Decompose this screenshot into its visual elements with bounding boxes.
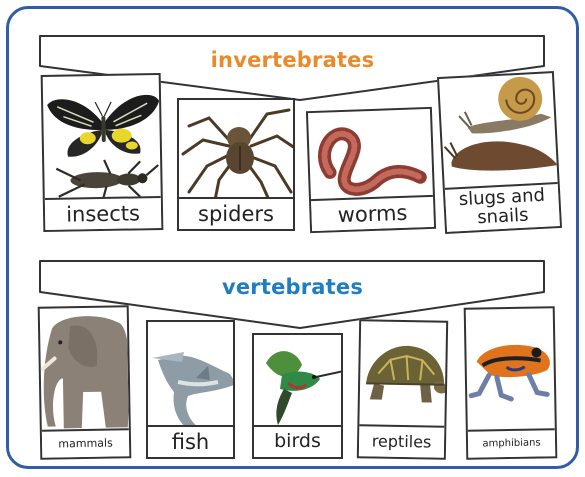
worm-icon: [324, 131, 421, 190]
card-insects: insects: [41, 73, 164, 232]
birds-picture: [254, 335, 343, 433]
fish-picture: [148, 322, 235, 433]
elephant-icon: [42, 315, 130, 428]
reptiles-label: reptiles: [359, 424, 445, 457]
frog-icon: [470, 344, 550, 399]
vertebrates-title: vertebrates: [0, 275, 585, 299]
card-birds: birds: [252, 333, 343, 459]
hummingbird-icon: [266, 351, 343, 425]
card-fish: fish: [146, 320, 235, 459]
shark-icon: [152, 352, 235, 432]
card-worms: worms: [306, 107, 436, 233]
slugs-and-snails-picture: [439, 73, 562, 189]
beetle-icon: [56, 159, 159, 201]
card-mammals: mammals: [38, 305, 132, 460]
card-amphibians: amphibians: [464, 306, 558, 460]
insects-label: insects: [45, 196, 162, 230]
amphibians-picture: [466, 308, 558, 434]
slugs-and-snails-label: slugs and snails: [445, 182, 560, 232]
spiders-picture: [179, 100, 295, 201]
amphibians-label: amphibians: [468, 428, 555, 458]
reptiles-picture: [359, 321, 448, 434]
fish-label: fish: [148, 425, 233, 457]
mammals-picture: [40, 307, 132, 433]
snail-icon: [457, 75, 552, 134]
worms-label: worms: [311, 195, 434, 231]
card-spiders: spiders: [177, 98, 295, 231]
worms-picture: [308, 109, 436, 203]
slug-icon: [444, 137, 557, 173]
birds-label: birds: [254, 425, 341, 457]
mammals-label: mammals: [42, 428, 129, 458]
insects-picture: [43, 75, 164, 202]
card-reptiles: reptiles: [357, 319, 448, 460]
tortoise-icon: [366, 345, 447, 403]
butterfly-icon: [47, 95, 160, 157]
spiders-label: spiders: [179, 197, 293, 229]
invertebrates-title: invertebrates: [0, 48, 585, 72]
card-slugs-and-snails: slugs and snails: [437, 71, 562, 234]
